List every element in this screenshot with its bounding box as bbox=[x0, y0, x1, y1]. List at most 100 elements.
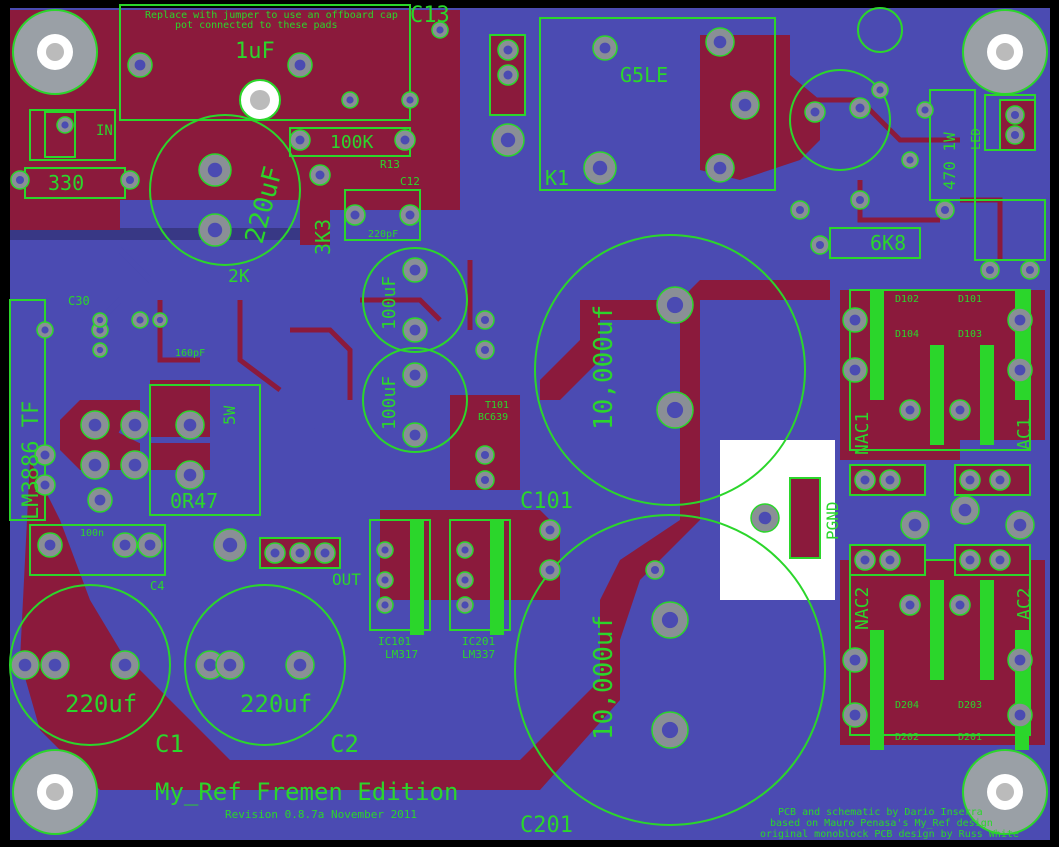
cap-c101-outline bbox=[534, 234, 806, 506]
credit-line-3: original monoblock PCB design by Russ Wh… bbox=[760, 829, 1019, 840]
mounting-holes bbox=[12, 9, 1048, 835]
pad bbox=[344, 204, 366, 226]
pad bbox=[314, 542, 336, 564]
pad bbox=[871, 81, 889, 99]
label-r13: R13 bbox=[380, 158, 400, 171]
pad bbox=[475, 310, 495, 330]
label-g5le: G5LE bbox=[620, 63, 668, 87]
label-100k: 100K bbox=[330, 132, 374, 153]
label-c4: C4 bbox=[150, 579, 164, 593]
pad bbox=[879, 549, 901, 571]
pad bbox=[583, 151, 617, 185]
pad bbox=[127, 52, 153, 78]
label-led: LED bbox=[969, 128, 983, 150]
pad bbox=[842, 647, 868, 673]
pad bbox=[949, 594, 971, 616]
pad bbox=[656, 391, 694, 429]
pad bbox=[842, 357, 868, 383]
pad bbox=[899, 594, 921, 616]
pad bbox=[92, 342, 108, 358]
label-10000uf-a: 10,000uf bbox=[589, 305, 619, 430]
label-d102: D102 bbox=[895, 294, 919, 305]
board-revision: Revision 0.8.7a November 2011 bbox=[225, 808, 417, 821]
pad bbox=[456, 541, 474, 559]
pad bbox=[959, 549, 981, 571]
pad bbox=[854, 549, 876, 571]
pad bbox=[842, 307, 868, 333]
label-ic201: IC201 bbox=[462, 635, 495, 648]
label-nac1: NAC1 bbox=[852, 412, 873, 455]
mounting-hole-bottom-right bbox=[962, 749, 1048, 835]
label-ac1: AC1 bbox=[1014, 417, 1035, 450]
pad bbox=[842, 702, 868, 728]
label-c101: C101 bbox=[520, 489, 573, 514]
pad bbox=[198, 213, 232, 247]
pad bbox=[899, 399, 921, 421]
pad bbox=[730, 90, 760, 120]
pad bbox=[264, 542, 286, 564]
label-c1-value: 220uf bbox=[65, 690, 137, 718]
label-0r47: 0R47 bbox=[170, 489, 218, 513]
label-lm317: LM317 bbox=[385, 648, 418, 661]
pad bbox=[215, 650, 245, 680]
pad bbox=[92, 312, 108, 328]
pad bbox=[879, 469, 901, 491]
pad bbox=[475, 340, 495, 360]
pad bbox=[810, 235, 830, 255]
pad bbox=[900, 510, 930, 540]
pad bbox=[137, 532, 163, 558]
label-c201: C201 bbox=[520, 813, 573, 838]
pad bbox=[804, 101, 826, 123]
pad bbox=[198, 153, 232, 187]
pad bbox=[901, 151, 919, 169]
pad bbox=[475, 445, 495, 465]
pad bbox=[80, 410, 110, 440]
pad bbox=[935, 200, 955, 220]
pad bbox=[1007, 357, 1033, 383]
label-100uf-a: 100uF bbox=[379, 276, 400, 330]
label-d201: D201 bbox=[958, 732, 982, 743]
pad bbox=[949, 399, 971, 421]
pad bbox=[376, 596, 394, 614]
note-line-1: Replace with jumper to use an offboard c… bbox=[145, 10, 398, 21]
pad bbox=[651, 711, 689, 749]
label-nac2: NAC2 bbox=[852, 587, 873, 630]
pad bbox=[376, 571, 394, 589]
pad bbox=[401, 91, 419, 109]
pad bbox=[916, 101, 934, 119]
label-d103: D103 bbox=[958, 329, 982, 340]
pad bbox=[431, 21, 449, 39]
pad bbox=[592, 35, 618, 61]
pad bbox=[213, 528, 247, 562]
pad bbox=[175, 410, 205, 440]
credit-line-1: PCB and schematic by Dario Inserra bbox=[778, 807, 983, 818]
pad bbox=[497, 64, 519, 86]
pad bbox=[491, 123, 525, 157]
pad bbox=[376, 541, 394, 559]
pad bbox=[656, 286, 694, 324]
pad bbox=[402, 362, 428, 388]
pad bbox=[497, 39, 519, 61]
pad bbox=[402, 257, 428, 283]
label-lm337: LM337 bbox=[462, 648, 495, 661]
pad bbox=[645, 560, 665, 580]
pad bbox=[854, 469, 876, 491]
pad bbox=[87, 487, 113, 513]
pad bbox=[1020, 260, 1040, 280]
pad bbox=[989, 469, 1011, 491]
pad bbox=[980, 260, 1000, 280]
pad bbox=[289, 129, 311, 151]
label-470-1w: 470 1W bbox=[940, 132, 959, 190]
label-1uf: 1uF bbox=[235, 39, 275, 64]
label-100n: 100n bbox=[80, 528, 104, 539]
label-d104: D104 bbox=[895, 329, 919, 340]
pad bbox=[175, 460, 205, 490]
pad bbox=[402, 317, 428, 343]
cap-c2-outline bbox=[184, 584, 346, 746]
pad bbox=[950, 495, 980, 525]
label-220pf: 220pF bbox=[368, 229, 398, 240]
signal-traces bbox=[20, 247, 343, 520]
pad bbox=[651, 601, 689, 639]
pad bbox=[959, 469, 981, 491]
